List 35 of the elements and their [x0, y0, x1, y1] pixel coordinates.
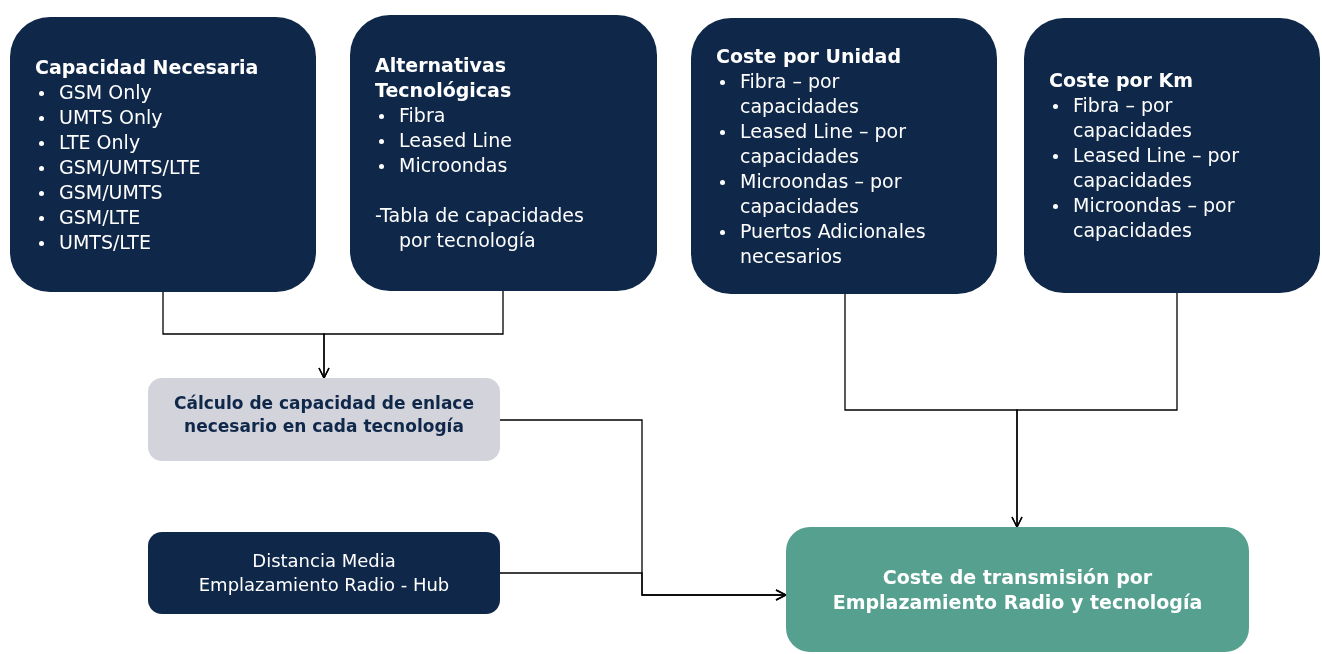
list-item: UMTS/LTE	[35, 229, 271, 255]
list-item: GSM/UMTS	[35, 179, 271, 205]
box-heading: Coste por Unidad	[716, 43, 903, 69]
box-heading: Alternativas Tecnológicas	[375, 53, 513, 103]
arrow	[1011, 292, 1178, 528]
list-item: Fibra – por capacidades	[1049, 93, 1275, 143]
list-item: Microondas – por capacidades	[716, 168, 952, 219]
list-item: Microondas	[375, 153, 612, 178]
process-box	[786, 527, 1249, 652]
list-item: Leased Line – por capacidades	[1049, 143, 1275, 193]
list-item: Fibra – por capacidades	[716, 68, 952, 119]
list-item: LTE Only	[35, 129, 271, 155]
list-item: GSM/UMTS/LTE	[35, 154, 271, 180]
process-box	[148, 532, 500, 614]
list-item: Leased Line	[375, 128, 612, 153]
process-box	[148, 378, 500, 461]
box-text: Coste de transmisión por Emplazamiento Radio y tecnología	[831, 564, 1204, 615]
box-text: Cálculo de capacidad de enlace necesario en cada tecnología	[173, 392, 475, 438]
list-item: Leased Line – por capacidades	[716, 118, 952, 169]
box-heading: Capacidad Necesaria	[35, 54, 260, 80]
arrow	[318, 290, 504, 379]
list-item: Puertos Adicionales necesarios	[716, 218, 952, 269]
box-text: Distancia Media Emplazamiento Radio - Hub	[198, 549, 450, 597]
list-item: GSM/LTE	[35, 204, 271, 230]
process-box	[350, 15, 657, 291]
box-heading: Coste por Km	[1049, 68, 1195, 93]
note-text: -Tabla de capacidades por tecnología	[375, 203, 585, 253]
list-item: GSM Only	[35, 79, 271, 105]
list-item: UMTS Only	[35, 104, 271, 130]
list-item: Microondas – por capacidades	[1049, 193, 1275, 243]
process-box	[1024, 18, 1320, 293]
process-box	[10, 17, 316, 292]
list-item: Fibra	[375, 103, 612, 128]
process-box	[691, 18, 997, 294]
arrow	[499, 572, 787, 601]
